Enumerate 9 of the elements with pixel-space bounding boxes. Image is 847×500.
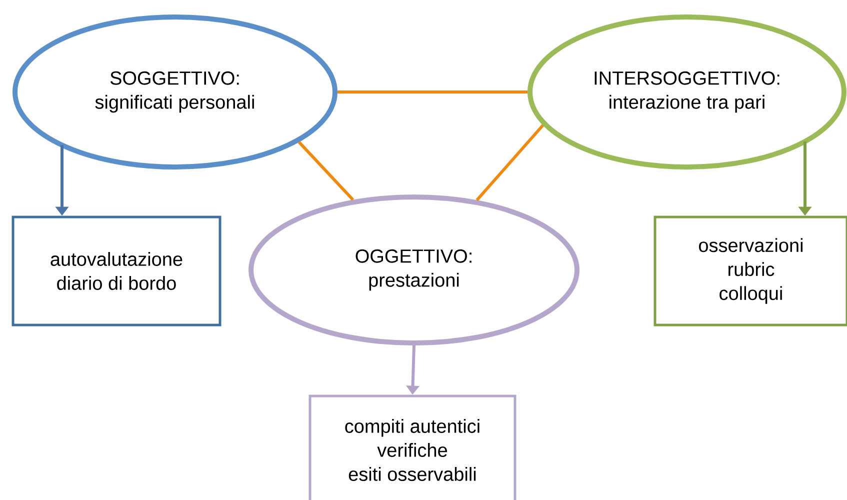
connector-line xyxy=(338,90,528,94)
ellipse-node: SOGGETTIVO: significati personali xyxy=(12,14,338,170)
ellipse-node: INTERSOGGETTIVO: interazione tra pari xyxy=(528,14,846,170)
connector-line xyxy=(298,141,354,201)
text-box: compiti autentici verifiche esiti osservabili xyxy=(308,394,516,500)
text-box: autovalutazione diario di bordo xyxy=(12,216,222,326)
text-box: osservazioni rubric colloqui xyxy=(654,216,847,326)
connector-line xyxy=(476,124,544,202)
ellipse-node: OGGETTIVO: prestazioni xyxy=(248,194,580,346)
